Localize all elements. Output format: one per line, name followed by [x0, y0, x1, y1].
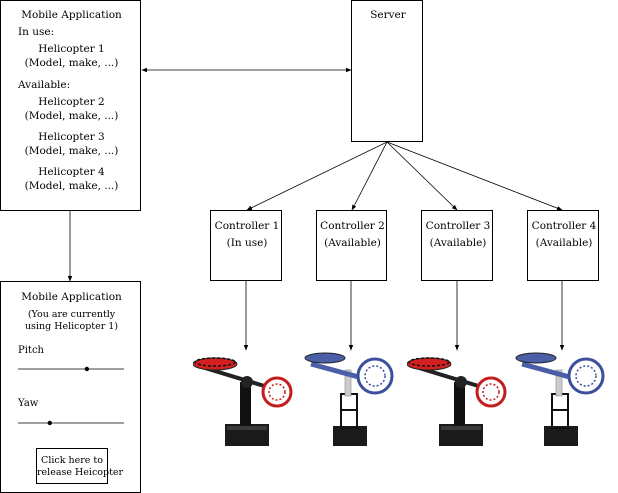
rig-base-plate — [441, 426, 481, 430]
in-use-label: In use: — [18, 26, 55, 38]
tail-rotor-guard — [475, 376, 507, 408]
rig-mast — [454, 382, 465, 426]
controller-status: (Available) — [429, 237, 487, 249]
server-controller-2-arrow — [351, 141, 388, 211]
server-label: Server — [370, 9, 406, 21]
release-helicopter-button[interactable]: Click here to release Heicopter — [36, 448, 124, 484]
tail-rotor — [575, 365, 597, 387]
server-controller-3-arrow — [386, 141, 458, 211]
helicopter-detail: (Model, make, ...) — [24, 57, 119, 69]
rig-mast — [344, 369, 352, 397]
mobile-app-list-box: Mobile Application In use: Helicopter 1 … — [0, 0, 141, 211]
release-button-label-line1: Click here to — [41, 455, 103, 466]
mobile-app-control-box: Mobile Application (You are currently us… — [0, 281, 141, 493]
rig-pivot — [455, 376, 467, 388]
controller-status: (Available) — [535, 237, 593, 249]
controller-box-2: Controller 2 (Available) — [316, 210, 387, 281]
helicopter-detail: (Model, make, ...) — [24, 110, 119, 122]
helicopter-rig-4-image — [515, 352, 605, 446]
controller-status: (Available) — [324, 237, 381, 249]
pitch-slider[interactable] — [18, 364, 124, 374]
server-controller-4-arrow — [386, 141, 563, 211]
server-controller-1-arrow — [246, 141, 388, 211]
tail-rotor — [482, 383, 500, 401]
helicopter-detail: (Model, make, ...) — [24, 180, 119, 192]
rig-mast — [240, 382, 251, 426]
main-rotor-guard — [304, 352, 346, 364]
tail-rotor-guard — [261, 376, 293, 408]
current-helicopter-note-line2: using Helicopter 1) — [24, 321, 119, 332]
helicopter-detail: (Model, make, ...) — [24, 145, 119, 157]
controller-name: Controller 4 — [531, 220, 597, 232]
pitch-label: Pitch — [18, 345, 44, 356]
current-helicopter-note-line1: (You are currently — [27, 309, 116, 320]
yaw-label: Yaw — [18, 398, 39, 409]
rig-base — [544, 426, 578, 446]
controller-box-4: Controller 4 (Available) — [527, 210, 599, 281]
rig-pivot — [241, 376, 253, 388]
available-label: Available: — [18, 79, 71, 91]
controller-box-1: Controller 1 (In use) — [210, 210, 282, 281]
controller-name: Controller 2 — [320, 220, 385, 232]
helicopter-name: Helicopter 3 — [38, 131, 105, 143]
app-title: Mobile Application — [21, 9, 122, 21]
controller-name: Controller 3 — [425, 220, 491, 232]
pitch-slider-thumb[interactable] — [84, 366, 90, 372]
rig-arm — [204, 366, 272, 390]
tail-rotor — [268, 383, 286, 401]
tail-rotor-guard — [567, 357, 605, 395]
controller-name: Controller 1 — [214, 220, 280, 232]
helicopter-rig-1-image — [193, 357, 293, 446]
helicopter-rig-3-image — [407, 357, 507, 446]
controller-box-3: Controller 3 (Available) — [421, 210, 493, 281]
yaw-slider[interactable] — [18, 418, 124, 428]
helicopter-name: Helicopter 2 — [38, 96, 105, 108]
control-title: Mobile Application — [21, 291, 122, 303]
main-rotor — [194, 357, 236, 367]
helicopter-name: Helicopter 1 — [38, 43, 105, 55]
rig-arm — [418, 366, 486, 390]
rig-mast — [555, 369, 563, 397]
tail-rotor — [364, 365, 386, 387]
yaw-slider-thumb[interactable] — [47, 420, 52, 426]
main-rotor — [408, 357, 450, 367]
server-box: Server — [351, 0, 423, 142]
rig-base — [333, 426, 367, 446]
tail-rotor-guard — [356, 357, 394, 395]
main-rotor-guard — [515, 352, 557, 364]
helicopter-name: Helicopter 4 — [38, 166, 105, 178]
release-button-label-line2: release Heicopter — [37, 467, 124, 478]
controller-status: (In use) — [226, 237, 268, 249]
rig-base-plate — [227, 426, 267, 430]
helicopter-rig-2-image — [304, 352, 394, 446]
